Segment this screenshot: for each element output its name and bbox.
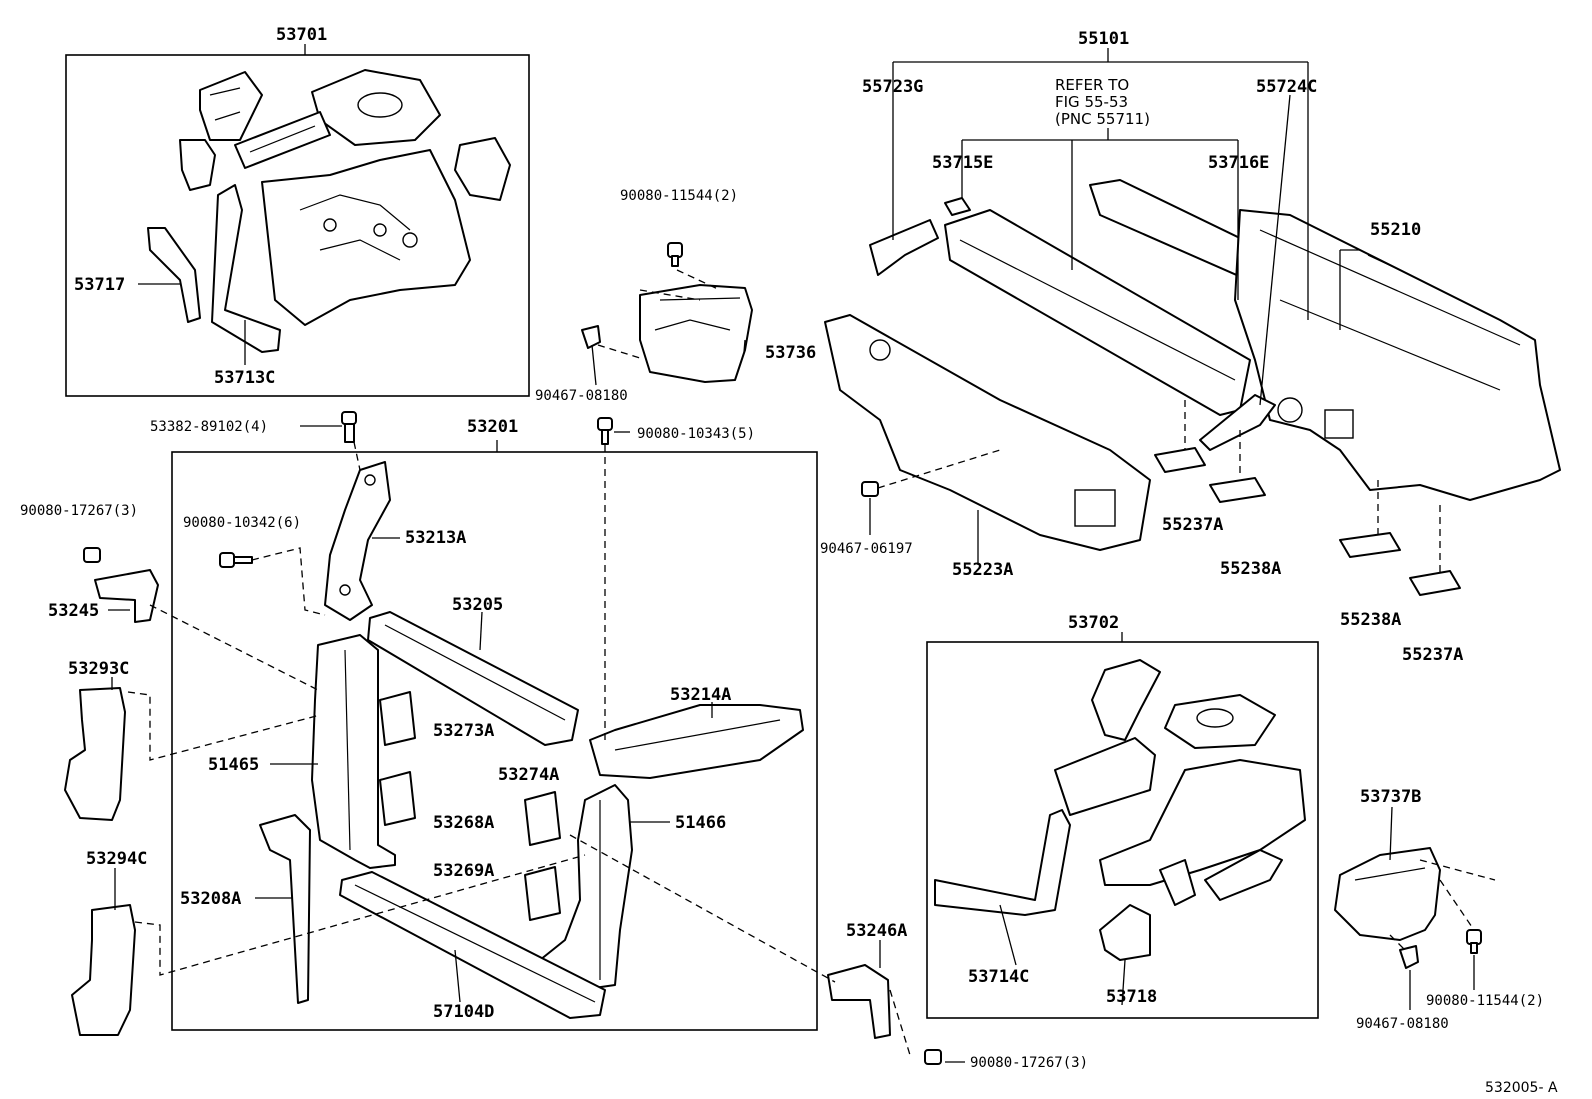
label-53201: 53201 <box>467 417 518 437</box>
label-53246A: 53246A <box>846 921 907 941</box>
nut-90080-17267-bottom-icon <box>924 1049 942 1065</box>
label-55210: 55210 <box>1370 220 1421 240</box>
label-51466: 51466 <box>675 813 726 833</box>
part-57104D-lower-rail <box>339 871 606 1019</box>
label-90467-06197: 90467-06197 <box>820 541 913 557</box>
label-53713C: 53713C <box>214 368 275 388</box>
figure-reference: 532005- A <box>1485 1080 1558 1096</box>
group-box-53701 <box>65 54 530 397</box>
refer-note-line-3: (PNC 55711) <box>1055 110 1150 128</box>
label-90080-11544-top: 90080-11544(2) <box>620 188 738 204</box>
bolt-90080-11544-bottom-icon <box>1466 929 1482 954</box>
clip-90467-08180-top-icon <box>581 325 601 349</box>
label-90467-08180-bottom: 90467-08180 <box>1356 1016 1449 1032</box>
part-53205-upper-rail <box>367 611 579 746</box>
part-55223A-silencer <box>824 314 1151 551</box>
leader-lines <box>108 44 1475 1063</box>
part-55237A-pad-right <box>1409 570 1461 596</box>
label-53715E: 53715E <box>932 153 993 173</box>
label-90467-08180-top: 90467-08180 <box>535 388 628 404</box>
label-53214A: 53214A <box>670 685 731 705</box>
part-53702-assembly <box>934 659 1306 961</box>
part-53294C-duct <box>71 904 136 1036</box>
labels: 53701 53717 53713C 90080-11544(2) 53736 … <box>20 25 1558 1096</box>
label-90080-17267-bottom: 90080-17267(3) <box>970 1055 1088 1071</box>
label-53268A: 53268A <box>433 813 494 833</box>
bolt-90080-11544-top-icon <box>667 242 683 267</box>
label-53208A: 53208A <box>180 889 241 909</box>
label-53737B: 53737B <box>1360 787 1421 807</box>
bolt-90080-10343-icon <box>597 417 613 445</box>
label-90080-10342: 90080-10342(6) <box>183 515 301 531</box>
group-box-53201 <box>171 451 818 1031</box>
part-53715E-clip <box>944 197 971 216</box>
label-55237A-right: 55237A <box>1402 645 1463 665</box>
bolt-53382-89102-icon <box>341 411 357 443</box>
label-53274A: 53274A <box>498 765 559 785</box>
label-90080-10343: 90080-10343(5) <box>637 426 755 442</box>
label-53382-89102: 53382-89102(4) <box>150 419 268 435</box>
label-55238A-right: 55238A <box>1340 610 1401 630</box>
label-55238A-mid: 55238A <box>1220 559 1281 579</box>
part-55210-dash-panel <box>1234 209 1561 501</box>
label-55101: 55101 <box>1078 29 1129 49</box>
dashed-lines <box>127 269 1496 1056</box>
part-53245-bracket <box>94 569 159 623</box>
label-53213A: 53213A <box>405 528 466 548</box>
clip-90467-06197-icon <box>861 481 879 497</box>
part-53213A-bracket <box>324 461 391 621</box>
clip-90467-08180-bottom-icon <box>1399 945 1419 969</box>
label-55724C: 55724C <box>1256 77 1317 97</box>
refer-note-line-2: FIG 55-53 <box>1055 93 1128 111</box>
part-53701-assembly <box>147 69 511 353</box>
label-53701: 53701 <box>276 25 327 45</box>
part-55724C-bracket <box>1199 394 1276 451</box>
part-55723G-bracket <box>869 219 939 276</box>
part-53246A-bracket <box>827 964 891 1039</box>
label-55723G: 55723G <box>862 77 923 97</box>
label-53294C: 53294C <box>86 849 147 869</box>
part-53208A-support <box>259 814 311 1004</box>
refer-note-line-1: REFER TO <box>1055 76 1129 94</box>
label-53714C: 53714C <box>968 967 1029 987</box>
label-90080-17267-left: 90080-17267(3) <box>20 503 138 519</box>
part-53273A-pads <box>379 691 416 826</box>
part-55237A-pad-mid <box>1154 447 1206 473</box>
label-53293C: 53293C <box>68 659 129 679</box>
label-53717: 53717 <box>74 275 125 295</box>
part-53293C-duct <box>64 687 126 821</box>
label-53205: 53205 <box>452 595 503 615</box>
label-51465: 51465 <box>208 755 259 775</box>
part-53214A-member <box>589 704 804 779</box>
part-55238A-pad-right <box>1339 532 1401 558</box>
label-55223A: 55223A <box>952 560 1013 580</box>
label-90080-11544-bottom: 90080-11544(2) <box>1426 993 1544 1009</box>
part-53274A-pads <box>524 791 561 921</box>
part-55238A-pad-mid <box>1209 477 1266 503</box>
label-57104D: 57104D <box>433 1002 494 1022</box>
nut-90080-17267-left-icon <box>83 547 101 563</box>
label-53736: 53736 <box>765 343 816 363</box>
label-53718: 53718 <box>1106 987 1157 1007</box>
label-53245: 53245 <box>48 601 99 621</box>
label-55237A-mid: 55237A <box>1162 515 1223 535</box>
label-53273A: 53273A <box>433 721 494 741</box>
label-53716E: 53716E <box>1208 153 1269 173</box>
label-53702: 53702 <box>1068 613 1119 633</box>
part-53737B-shield <box>1334 847 1441 941</box>
label-53269A: 53269A <box>433 861 494 881</box>
part-51465-side-member <box>311 634 396 869</box>
bolt-90080-10342-icon <box>219 552 253 568</box>
part-53736-shield <box>639 284 753 383</box>
